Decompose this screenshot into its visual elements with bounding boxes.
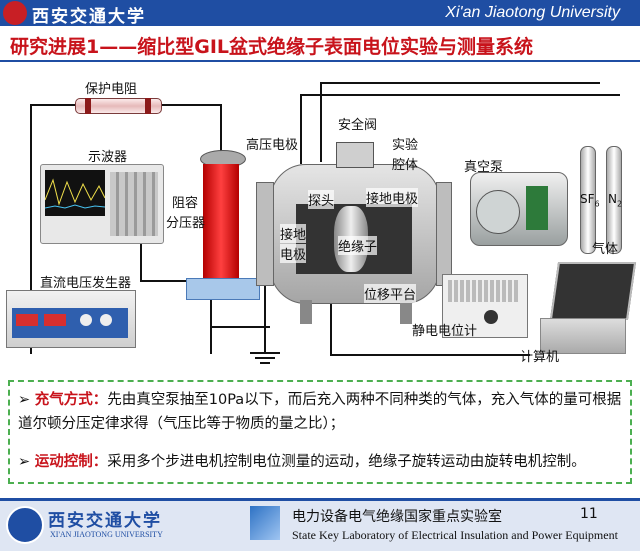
oscilloscope-waveform: [45, 170, 105, 216]
wire: [210, 326, 270, 328]
footer-university-en: XI'AN JIAOTONG UNIVERSITY: [50, 530, 163, 539]
bullet-filling: ➢ 充气方式：先由真空泵抽至10Pa以下，而后充入两种不同种类的气体，充入气体的…: [18, 388, 622, 436]
n2-label: N2: [608, 192, 622, 208]
vacuum-pump-badge: [526, 186, 548, 230]
footer-university-cn: 西安交通大学: [48, 506, 162, 531]
ground-symbol: [255, 357, 275, 359]
title-divider: [0, 60, 640, 62]
wire: [160, 104, 222, 106]
summary-callout: ➢ 充气方式：先由真空泵抽至10Pa以下，而后充入两种不同种类的气体，充入气体的…: [8, 380, 632, 484]
electrometer-vents: [448, 280, 520, 302]
divider-base: [186, 278, 260, 300]
ground-electrode-left-label-2: 电极: [280, 244, 306, 263]
chamber-leg: [400, 300, 412, 324]
safety-valve: [336, 142, 374, 168]
dc-generator-display: [44, 314, 66, 326]
chamber-flange-right: [436, 182, 452, 286]
bullet-heading: 运动控制：: [35, 454, 108, 470]
university-name-cn: 西安交通大学: [32, 2, 146, 27]
probe-label: 探头: [308, 190, 334, 209]
divider-label-line2: 分压器: [166, 212, 205, 231]
rc-divider: [203, 164, 239, 284]
insulator-label: 绝缘子: [338, 236, 377, 255]
bullet-marker: ➢: [18, 392, 35, 408]
gas-label: 气体: [592, 238, 618, 257]
dc-generator-label: 直流电压发生器: [40, 272, 131, 291]
chamber-label-line2: 腔体: [392, 154, 418, 173]
hv-electrode-label: 高压电极: [246, 134, 298, 153]
ground-symbol: [250, 352, 280, 354]
oscilloscope-controls: [110, 172, 158, 236]
vacuum-pump-motor: [476, 190, 520, 234]
wire: [300, 94, 302, 164]
bullet-motion: ➢ 运动控制：采用多个步进电机控制电位测量的运动，绝缘子旋转运动由旋转电机控制。: [18, 450, 622, 474]
page-title: 研究进展1——缩比型GIL盆式绝缘子表面电位实验与测量系统: [10, 32, 533, 59]
ground-symbol: [260, 362, 270, 364]
computer-label: 计算机: [520, 346, 559, 365]
chamber-leg: [300, 300, 312, 324]
bullet-marker: ➢: [18, 454, 35, 470]
wire: [140, 240, 142, 280]
dc-generator-knob: [100, 314, 112, 326]
ground-electrode-left-label-1: 接地: [280, 224, 306, 243]
wire: [330, 354, 530, 356]
safety-valve-label: 安全阀: [338, 114, 377, 133]
lab-name-cn: 电力设备电气绝缘国家重点实验室: [292, 506, 502, 526]
experiment-diagram: 保护电阻 示波器 直流电压发生器 阻容 分压器 高压电极 安全阀 实验 腔体 探…: [0, 64, 640, 374]
wire: [300, 94, 620, 96]
resistor-band: [85, 98, 91, 114]
lab-name-en: State Key Laboratory of Electrical Insul…: [292, 528, 618, 543]
footer-logo: [6, 506, 44, 544]
bullet-text: 先由真空泵抽至10Pa以下，而后充入两种不同种类的气体，充入气体的量可根据道尔顿…: [18, 392, 621, 432]
wire: [30, 104, 75, 106]
electrometer-knob: [484, 310, 498, 324]
university-logo: [3, 1, 27, 25]
wire: [220, 104, 222, 154]
wire: [320, 82, 600, 84]
ground-wire: [264, 286, 266, 354]
divider-label-line1: 阻容: [172, 192, 198, 211]
bullet-heading: 充气方式：: [35, 392, 108, 408]
chamber-flange-left: [256, 182, 274, 286]
laptop-screen: [550, 262, 636, 320]
chamber-label-line1: 实验: [392, 134, 418, 153]
bullet-text: 采用多个步进电机控制电位测量的运动，绝缘子旋转运动由旋转电机控制。: [107, 454, 586, 470]
wire: [320, 82, 322, 162]
sf6-label: SF6: [580, 192, 600, 208]
protect-resistor-label: 保护电阻: [85, 78, 137, 97]
oscilloscope-label: 示波器: [88, 146, 127, 165]
lab-logo: [250, 506, 280, 540]
page-number: 11: [580, 506, 598, 522]
university-name-en: Xi'an Jiaotong University: [445, 4, 620, 22]
dc-generator-display: [16, 314, 38, 326]
platform-label: 位移平台: [364, 284, 416, 303]
resistor-band: [145, 98, 151, 114]
dc-generator-knob: [80, 314, 92, 326]
electrometer-label: 静电电位计: [412, 320, 477, 339]
ground-electrode-right-label: 接地电极: [366, 188, 418, 207]
